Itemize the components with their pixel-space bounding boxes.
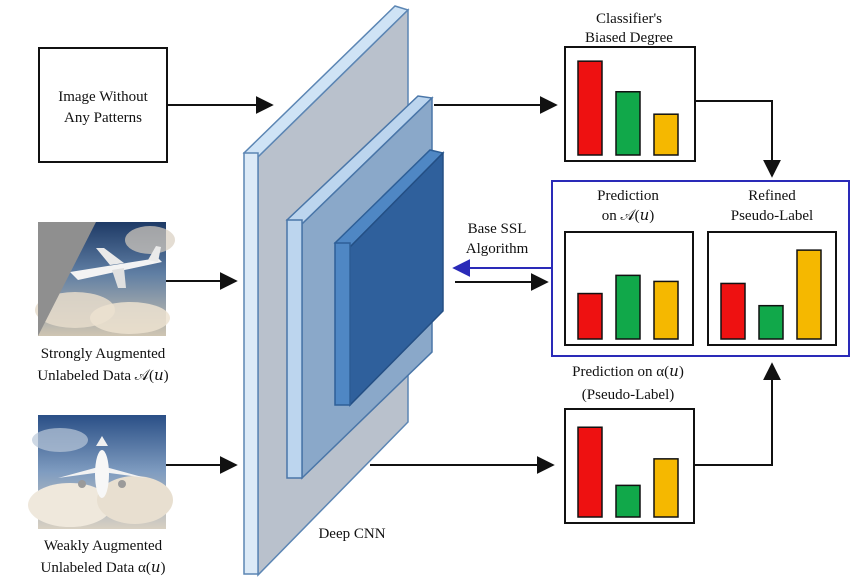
refined-title-line1: Refined — [748, 188, 796, 204]
green-bar — [615, 91, 641, 156]
red-bar — [720, 282, 746, 340]
arrow-pseudo-to-refined — [694, 362, 781, 466]
pred-a-title-line1: Prediction — [597, 188, 659, 204]
refined-bars — [720, 249, 822, 340]
airplane-icon — [58, 436, 146, 498]
green-bar — [615, 274, 641, 340]
red-bar — [577, 292, 603, 340]
weak-label-line2: Unlabeled Data α(𝑢) — [41, 560, 166, 576]
amber-bar — [653, 280, 679, 340]
input-box-line1: Image Without — [58, 89, 148, 105]
amber-bar — [653, 113, 679, 156]
amber-bar — [796, 249, 822, 340]
strong-augmented-image — [35, 222, 175, 336]
ssl-label-line1: Base SSL — [468, 221, 527, 237]
ssl-label-line2: Algorithm — [466, 241, 529, 257]
green-bar — [758, 304, 784, 340]
pred-a-bars — [577, 274, 679, 340]
red-bar — [577, 60, 603, 156]
strong-label-line1: Strongly Augmented — [41, 346, 166, 362]
pseudo-title-line1: Prediction on α(𝑢) — [572, 364, 684, 380]
amber-bar — [653, 458, 679, 518]
biased-title-line2: Biased Degree — [585, 30, 673, 46]
deep-cnn — [242, 5, 445, 577]
weak-augmented-image — [28, 415, 173, 529]
input-image-box: Image Without Any Patterns — [38, 47, 168, 163]
biased-degree-bars — [577, 60, 679, 156]
airplane-icon — [70, 246, 162, 288]
green-bar — [615, 484, 641, 518]
cnn-label: Deep CNN — [318, 526, 385, 542]
pred-a-title-line2: on 𝒜(𝑢) — [602, 208, 655, 224]
pseudo-title-line2: (Pseudo-Label) — [582, 387, 674, 403]
pseudo-label-bars — [577, 426, 679, 518]
input-box-line2: Any Patterns — [64, 110, 142, 126]
arrow-biased-to-refined — [695, 100, 781, 178]
strong-label-line2: Unlabeled Data 𝒜(𝑢) — [37, 368, 168, 384]
biased-title-line1: Classifier's — [596, 11, 662, 27]
red-bar — [577, 426, 603, 518]
weak-label-line1: Weakly Augmented — [44, 538, 163, 554]
refined-title-line2: Pseudo-Label — [731, 208, 813, 224]
arrows — [166, 96, 781, 474]
refinement-frame — [551, 180, 850, 357]
